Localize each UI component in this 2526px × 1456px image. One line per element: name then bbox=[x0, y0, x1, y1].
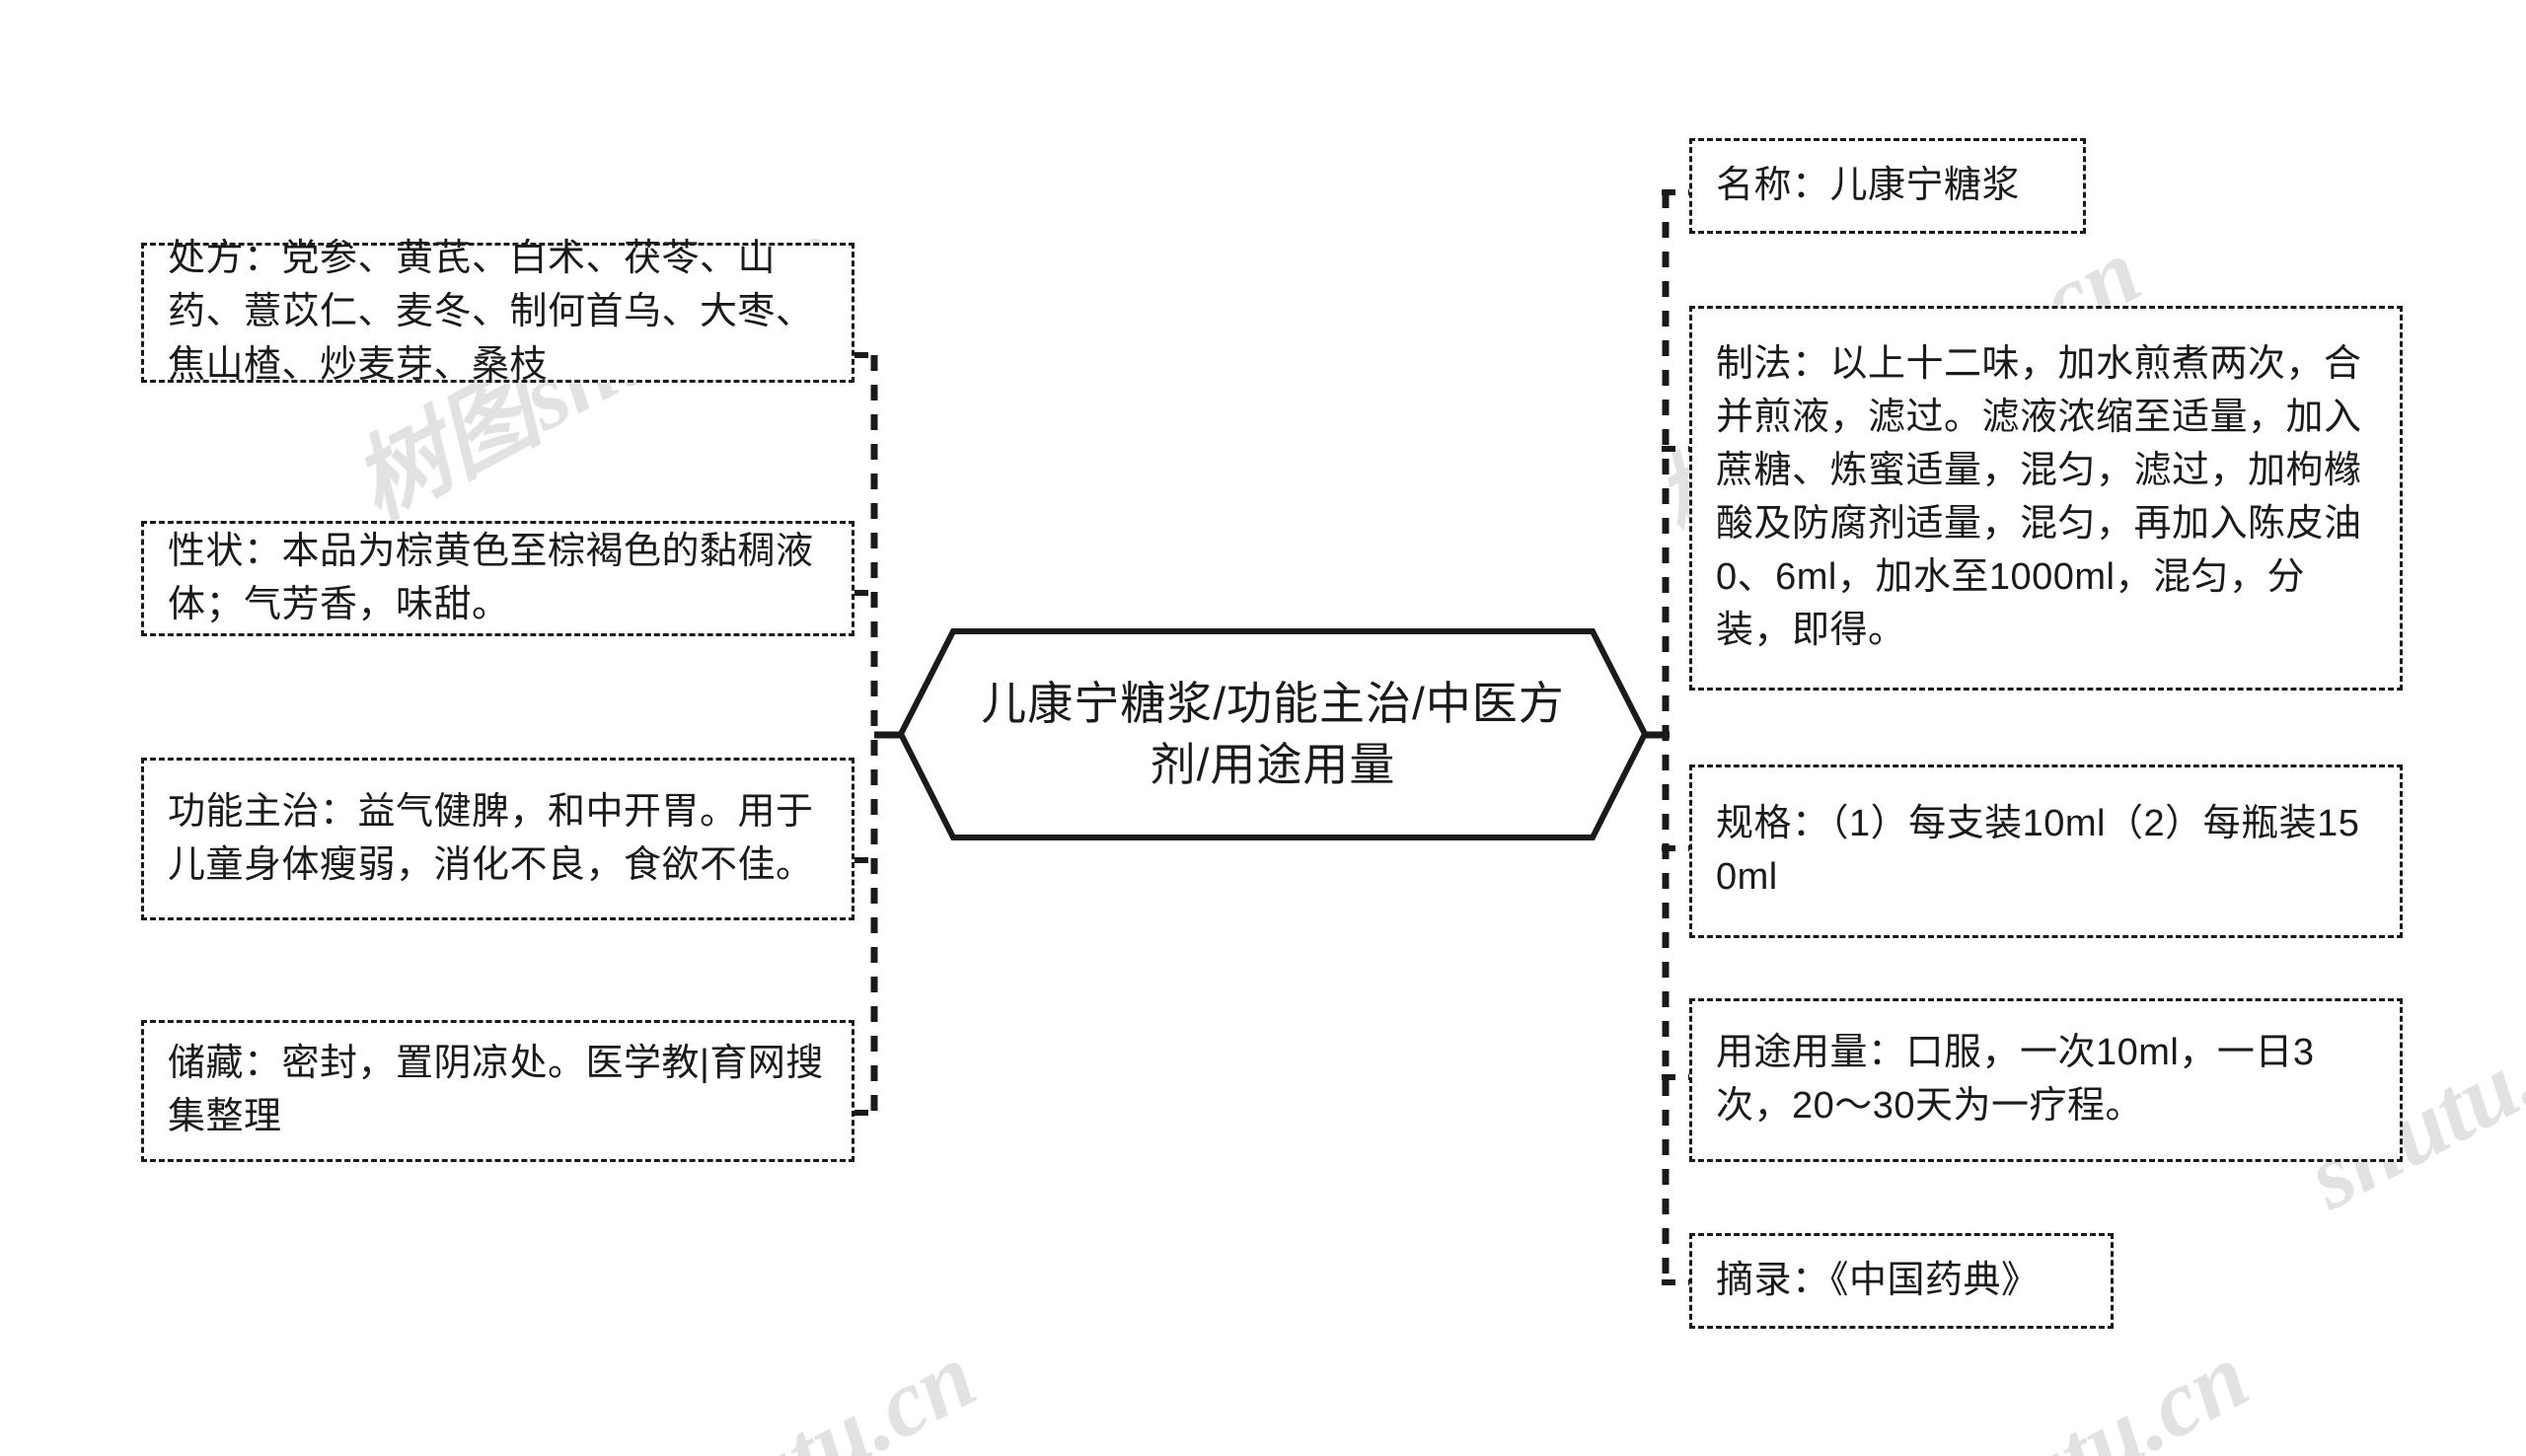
node-source[interactable]: 摘录：《中国药典》 bbox=[1689, 1233, 2114, 1329]
node-preparation-label: 制法：以上十二味，加水煎煮两次，合并煎液，滤过。滤液浓缩至适量，加入蔗糖、炼蜜适… bbox=[1716, 343, 2362, 651]
central-node[interactable]: 儿康宁糖浆/功能主治/中医方剂/用途用量 bbox=[898, 628, 1648, 840]
node-dosage-label: 用途用量：口服，一次10ml，一日3次，20～30天为一疗程。 bbox=[1716, 1032, 2315, 1127]
node-name[interactable]: 名称：儿康宁糖浆 bbox=[1689, 138, 2086, 234]
node-name-label: 名称：儿康宁糖浆 bbox=[1716, 164, 2021, 206]
node-indications-label: 功能主治：益气健脾，和中开胃。用于儿童身体瘦弱，消化不良，食欲不佳。 bbox=[168, 790, 814, 886]
watermark: shutu.cn bbox=[641, 1322, 993, 1456]
node-prescription-label: 处方：党参、黄芪、白术、茯苓、山药、薏苡仁、麦冬、制何首乌、大枣、焦山楂、炒麦芽… bbox=[168, 238, 814, 386]
node-preparation[interactable]: 制法：以上十二味，加水煎煮两次，合并煎液，滤过。滤液浓缩至适量，加入蔗糖、炼蜜适… bbox=[1689, 306, 2403, 691]
node-dosage[interactable]: 用途用量：口服，一次10ml，一日3次，20～30天为一疗程。 bbox=[1689, 998, 2403, 1162]
node-properties[interactable]: 性状：本品为棕黄色至棕褐色的黏稠液体；气芳香，味甜。 bbox=[141, 521, 854, 636]
node-specification[interactable]: 规格：（1）每支装10ml（2）每瓶装150ml bbox=[1689, 764, 2403, 938]
node-properties-label: 性状：本品为棕黄色至棕褐色的黏稠液体；气芳香，味甜。 bbox=[168, 530, 814, 625]
central-node-shape bbox=[898, 628, 1648, 840]
node-prescription[interactable]: 处方：党参、黄芪、白术、茯苓、山药、薏苡仁、麦冬、制何首乌、大枣、焦山楂、炒麦芽… bbox=[141, 238, 854, 386]
node-specification-label: 规格：（1）每支装10ml（2）每瓶装150ml bbox=[1716, 803, 2360, 898]
node-indications[interactable]: 功能主治：益气健脾，和中开胃。用于儿童身体瘦弱，消化不良，食欲不佳。 bbox=[141, 758, 854, 920]
node-source-label: 摘录：《中国药典》 bbox=[1716, 1259, 2040, 1301]
node-storage-label: 储藏：密封，置阴凉处。医学教|育网搜集整理 bbox=[168, 1043, 824, 1137]
watermark: shutu.cn bbox=[1914, 1322, 2266, 1456]
central-node-label: 儿康宁糖浆/功能主治/中医方剂/用途用量 bbox=[981, 677, 1565, 790]
node-storage[interactable]: 储藏：密封，置阴凉处。医学教|育网搜集整理 bbox=[141, 1020, 854, 1162]
